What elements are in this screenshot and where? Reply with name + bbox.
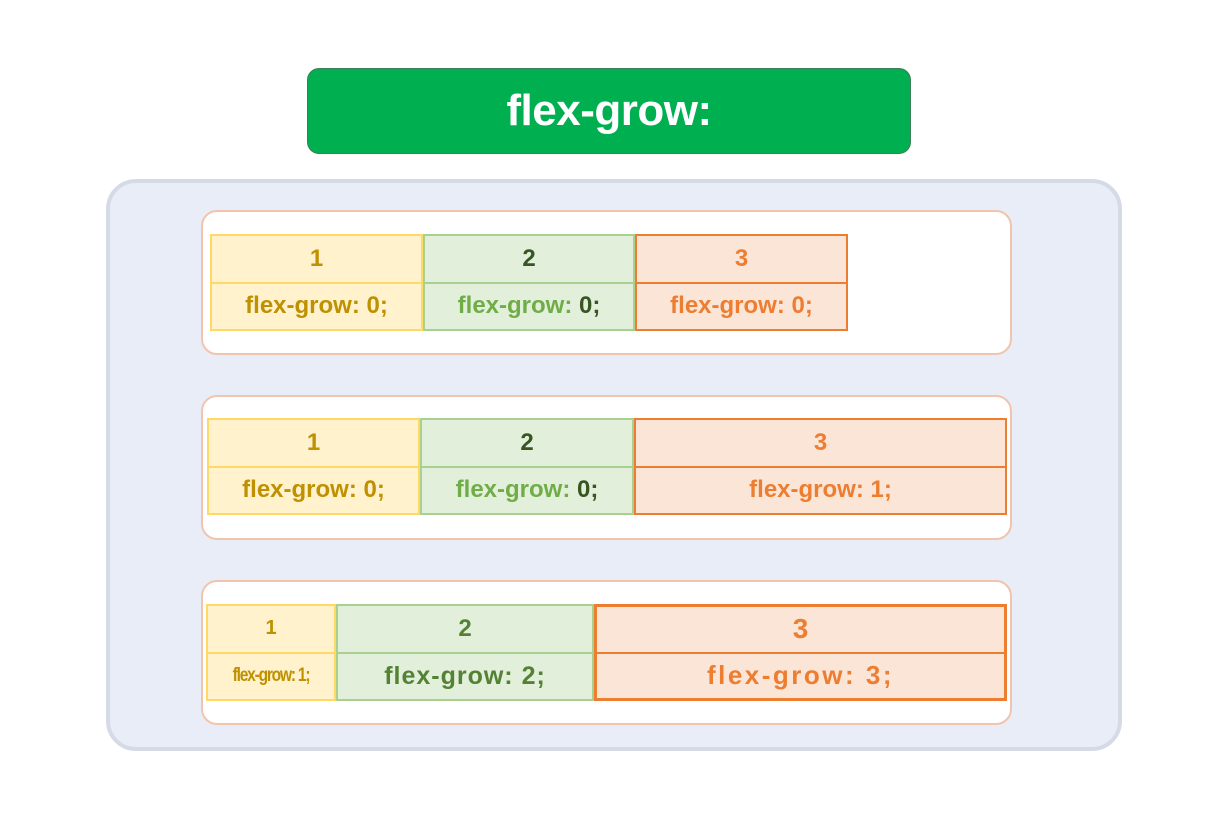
item-number: 1 [208,606,334,654]
title-banner: flex-grow: [307,68,911,154]
item-label: flex-grow: 0; [242,476,385,504]
row-3-item-1: 1 flex-grow: 1; [206,604,336,701]
item-label: flex-grow: 0; [425,284,633,330]
item-label: flex-grow: 0; [422,468,632,514]
title-text: flex-grow: [506,86,712,135]
item-label: flex-grow: 0; [245,292,388,320]
item-number: 3 [637,236,846,284]
item-number: 2 [425,236,633,284]
row-1-item-3: 3 flex-grow: 0; [635,234,848,331]
row-2-item-3: 3 flex-grow: 1; [634,418,1007,515]
row-3-item-2: 2 flex-grow: 2; [336,604,594,701]
item-label-prefix: flex-grow: [455,476,577,504]
item-label: flex-grow: 2; [384,661,546,690]
row-1-item-2: 2 flex-grow: 0; [423,234,635,331]
item-number: 1 [212,236,421,284]
row-3-item-3: 3 flex-grow: 3; [594,604,1007,701]
item-number: 2 [338,606,592,654]
item-number: 3 [597,607,1004,654]
item-number: 1 [209,420,418,468]
item-number: 2 [422,420,632,468]
item-label: flex-grow: 0; [670,292,813,320]
row-1-item-1: 1 flex-grow: 0; [210,234,423,331]
row-2-item-1: 1 flex-grow: 0; [207,418,420,515]
row-2-item-2: 2 flex-grow: 0; [420,418,634,515]
row-2-flex: 1 flex-grow: 0; 2 flex-grow: 0; 3 flex-g… [207,418,1007,515]
item-number: 3 [636,420,1005,468]
item-label-prefix: flex-grow: [457,292,579,320]
item-label: flex-grow: 1; [749,476,892,504]
row-1-flex: 1 flex-grow: 0; 2 flex-grow: 0; 3 flex-g… [210,234,848,331]
row-3-flex: 1 flex-grow: 1; 2 flex-grow: 2; 3 flex-g… [206,604,1007,701]
item-label-value: 0; [577,476,599,504]
item-label-value: 0; [579,292,601,320]
item-label: flex-grow: 1; [232,665,311,687]
item-label: flex-grow: 3; [706,660,895,691]
